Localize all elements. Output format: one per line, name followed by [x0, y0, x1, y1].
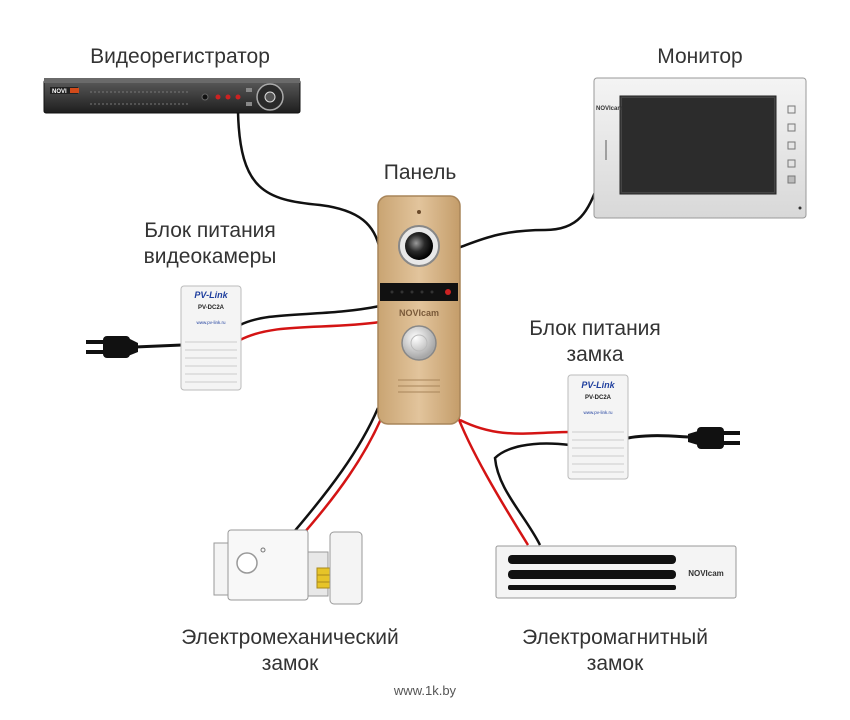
- wire-lock-plug: [627, 434, 689, 440]
- wire-dvr-panel: [236, 111, 382, 251]
- label-panel-text: Панель: [383, 161, 457, 184]
- footer-url: www.1k.by: [393, 683, 457, 698]
- camera-psu-device: PV-Link PV-DC2A www.pv-link.ru: [180, 285, 242, 391]
- label-electromagnetic-lock: Электромагнитный замок: [480, 625, 750, 677]
- call-panel-device: NOVIcam: [377, 195, 461, 425]
- camera-lens: [405, 232, 433, 260]
- label-electromechanical-line1: Электромеханический: [181, 626, 399, 649]
- wire-camera-plug: [134, 343, 183, 349]
- label-electromagnetic-line2: замок: [586, 652, 644, 675]
- maglock-brand-text: NOVIcam: [688, 569, 724, 578]
- label-dvr: Видеорегистратор: [55, 44, 305, 70]
- camera-plug-icon: [86, 336, 138, 358]
- electromechanical-lock-device: [213, 529, 363, 605]
- panel-brand-text: NOVIcam: [399, 308, 439, 318]
- wire-lock-psu-black: [493, 442, 571, 546]
- label-electromagnetic-line1: Электромагнитный: [522, 626, 708, 649]
- electromagnetic-lock-device: NOVIcam: [495, 545, 737, 599]
- camera-psu-brand: PV-Link: [194, 290, 228, 300]
- wires: [134, 111, 689, 546]
- lock-psu-brand: PV-Link: [581, 380, 615, 390]
- call-button: [401, 325, 437, 361]
- lock-psu-url: www.pv-link.ru: [583, 410, 613, 415]
- lock-psu-device: PV-Link PV-DC2A www.pv-link.ru: [567, 374, 629, 480]
- wire-panel-maglock-red: [454, 411, 530, 546]
- label-electromechanical-lock: Электромеханический замок: [150, 625, 430, 677]
- label-camera-psu-line2: видеокамеры: [143, 245, 277, 268]
- camera-psu-url: www.pv-link.ru: [196, 320, 226, 325]
- label-panel: Панель: [350, 160, 490, 186]
- label-dvr-text: Видеорегистратор: [90, 45, 270, 68]
- label-monitor: Монитор: [620, 44, 780, 70]
- wire-camera-psu-red: [239, 320, 381, 342]
- dvr-brand-text: NOVI: [52, 89, 67, 95]
- label-camera-psu-line1: Блок питания: [144, 219, 276, 242]
- label-lock-psu-line2: замка: [566, 343, 624, 366]
- lock-psu-model: PV-DC2A: [585, 395, 612, 401]
- label-lock-psu: Блок питания замка: [495, 316, 695, 368]
- monitor-device: NOVIcam: [593, 77, 807, 219]
- wire-panel-emech-red: [295, 411, 386, 543]
- dvr-device: NOVI: [43, 78, 301, 114]
- wire-panel-monitor: [457, 184, 600, 250]
- camera-psu-model: PV-DC2A: [198, 305, 225, 311]
- label-lock-psu-line1: Блок питания: [529, 317, 661, 340]
- wire-panel-emech-black: [286, 407, 380, 541]
- wire-lock-psu-red: [459, 418, 571, 435]
- label-camera-psu: Блок питания видеокамеры: [110, 218, 310, 270]
- label-electromechanical-line2: замок: [261, 652, 319, 675]
- lock-plug-icon: [688, 427, 740, 449]
- panel-ir-strip: [380, 283, 458, 301]
- monitor-brand-text: NOVIcam: [596, 106, 623, 112]
- wire-camera-psu-black: [239, 304, 381, 327]
- label-monitor-text: Монитор: [657, 45, 743, 68]
